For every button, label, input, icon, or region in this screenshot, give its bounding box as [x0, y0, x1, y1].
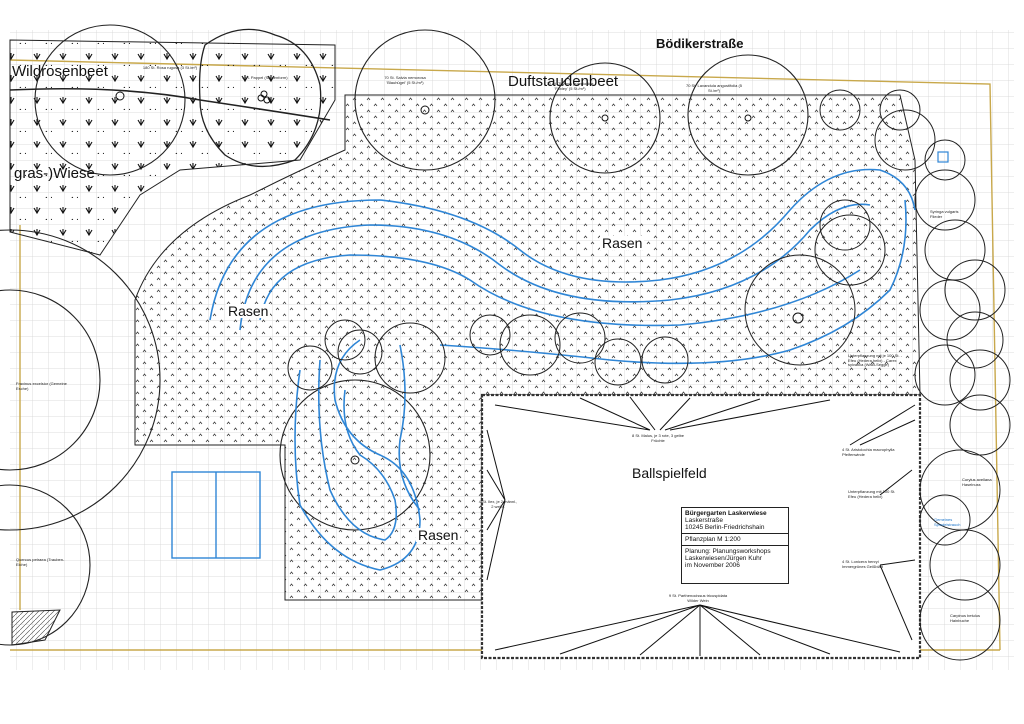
area-label-wildrosenbeet: Wildrosenbeet [12, 63, 108, 80]
sandbox [171, 471, 261, 559]
plant-note-thymus: 70 St. Thymus pulegioides 'Foxley' (5 St… [546, 81, 594, 91]
plan-title: Bürgergarten Laskerwiese [685, 510, 767, 517]
area-label-ballspielfeld: Ballspielfeld [632, 465, 707, 481]
wildrosenbeet-bed [9, 39, 336, 256]
plant-note-roses: 180 St. Rosa rugosa (3 St./m²) [142, 65, 198, 70]
plant-note-salvia: 70 St. Salvia nemorosa 'Blauhügel' (5 St… [384, 75, 426, 85]
street-name: Bödikerstraße [656, 36, 744, 51]
plan-address-line2: 10245 Berlin-Friedrichshain [685, 524, 765, 531]
plant-note-ballfield-bottom: 9 St. Parthenocissus tricuspidata Wilder… [668, 593, 728, 603]
area-label-gras-wiese: gras-)Wiese [14, 165, 95, 182]
plan-credit-line2: Laskerwiesen/Jürgen Kuhr [685, 555, 762, 562]
plant-note-populus: sch. Pappel (Säulenform) [242, 75, 288, 80]
plant-note-carpinus: Carpinus betulus Hainbuche [950, 613, 981, 623]
large-trees [0, 24, 809, 646]
plant-note-fraxinus: Fraxinus excelsior (Gemeine Esche) [16, 381, 67, 391]
plant-note-ballfield-top: 8 St. Malus, je 3 rote, 3 gelbe Früchte [631, 433, 685, 443]
plan-credit-line1: Planung: Planungsworkshops [685, 548, 771, 555]
plant-note-ballfield-right1: 4 St. Aristolochia macrophylla Pfeifenwi… [842, 447, 895, 457]
blue-path-lines [209, 168, 916, 571]
area-label-rasen-left: Rasen [226, 303, 271, 319]
ballfield-leader-lines [486, 396, 916, 656]
area-label-rasen-center: Rasen [600, 235, 645, 251]
plan-address-line1: Laskerstraße [685, 517, 723, 524]
plan-scale: Pflanzplan M 1:200 [685, 536, 741, 543]
lawn-area [134, 94, 921, 601]
plant-note-syringa: Syringa vulgaris Flieder [930, 209, 959, 219]
plant-note-ballfield-right3: 4 St. Lonicera henryi Immergrünes Geißbl… [842, 559, 883, 569]
shrub-circles [287, 89, 1011, 661]
plant-note-ballfield-left: 4 St. Ilex, je 2 männl., 2 weibl. [478, 499, 518, 509]
plant-note-hedge: Unterpflanzung mit je 100 St. - Efeu (He… [848, 353, 903, 368]
area-label-rasen-bottom: Rasen [416, 527, 461, 543]
tree-center-markers [115, 90, 804, 465]
area-label-duftstaudenbeet: Duftstaudenbeet [508, 73, 619, 90]
plant-note-corylus: Corylus avellana Haselnuss [962, 477, 992, 487]
play-marker [937, 151, 949, 163]
corner-planting [11, 609, 61, 646]
plan-credit-line3: im November 2006 [685, 562, 740, 569]
plant-note-lavandula: 70 St. Lavandula angustifolia (5 St./m²) [685, 83, 743, 93]
plant-note-quercus: Quercus petraea (Trauben-Eiche) [16, 557, 65, 567]
plant-note-ballfield-right2: Unterpflanzung mit 100 St. Efeu (Hedera … [848, 489, 896, 499]
plant-note-hortensie: Gemeines Spindelstrauch [934, 517, 961, 527]
title-block: Bürgergarten Laskerwiese Laskerstraße 10… [681, 507, 789, 584]
populus-crown [198, 28, 322, 168]
